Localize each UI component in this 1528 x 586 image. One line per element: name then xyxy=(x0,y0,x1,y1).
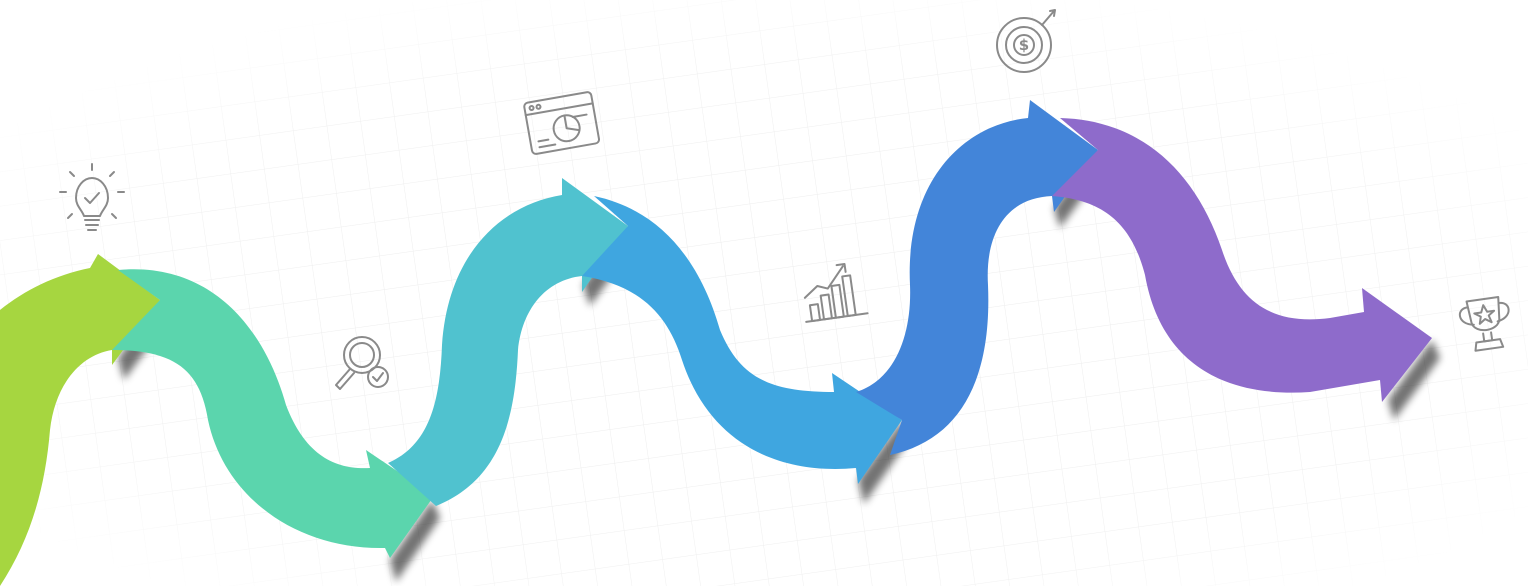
browser-pie-chart-icon xyxy=(523,91,601,155)
ribbon-stage-1 xyxy=(0,254,160,586)
ribbon-stage-6 xyxy=(1052,118,1432,402)
wavy-arrow-ribbon xyxy=(0,100,1440,586)
bar-chart-growth-icon xyxy=(803,263,869,323)
currency-symbol: $ xyxy=(1019,36,1029,54)
dollar-target-icon: $ xyxy=(996,9,1056,73)
ribbon-stage-2 xyxy=(112,269,434,558)
ribbon-stage-4 xyxy=(582,196,902,484)
stage-icons: $ xyxy=(59,9,1510,390)
trophy-star-icon xyxy=(1458,296,1510,352)
lightbulb-check-icon xyxy=(59,163,125,231)
ribbon-stage-3 xyxy=(388,178,628,506)
shadow-stage-6 xyxy=(1388,340,1440,420)
shadow-stage-2 xyxy=(390,500,440,582)
ribbon-stage-5 xyxy=(856,100,1098,455)
magnifier-check-icon xyxy=(335,336,389,390)
